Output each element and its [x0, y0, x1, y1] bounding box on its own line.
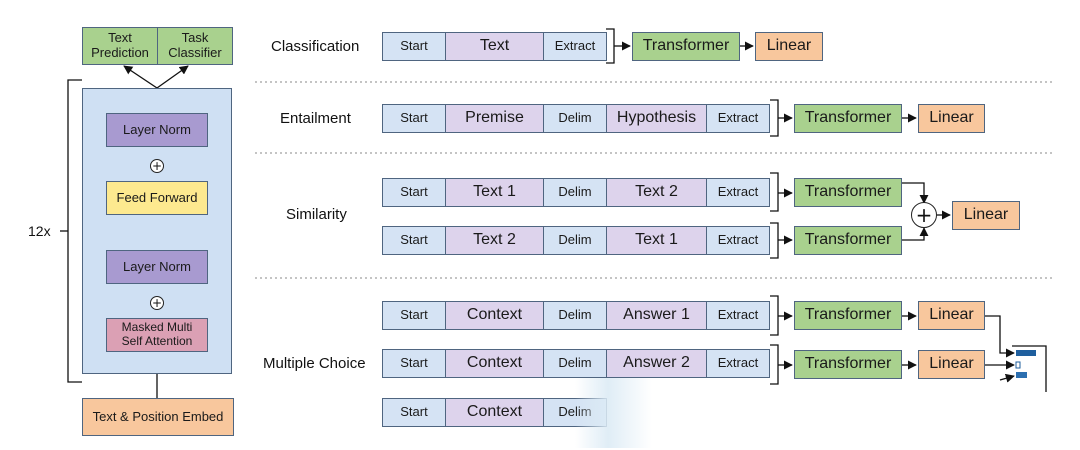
similarity-add-icon: +: [911, 202, 937, 228]
similarity-b-text1-token: Text 1: [606, 226, 707, 255]
similarity-label: Similarity: [286, 206, 347, 223]
entailment-start-token: Start: [382, 104, 446, 133]
feed-forward-block: Feed Forward: [106, 181, 208, 215]
classification-start-token: Start: [382, 32, 446, 61]
similarity-a-text2-token: Text 2: [606, 178, 707, 207]
task-classifier-output: Task Classifier: [157, 27, 233, 65]
entailment-premise-token: Premise: [445, 104, 544, 133]
mc-b-linear: Linear: [918, 350, 985, 379]
similarity-b-transformer: Transformer: [794, 226, 902, 255]
similarity-a-transformer: Transformer: [794, 178, 902, 207]
mc-c-start-token: Start: [382, 398, 446, 427]
similarity-b-text2-token: Text 2: [445, 226, 544, 255]
faded-overlay: [575, 378, 685, 448]
layer-norm-bottom: Layer Norm: [106, 250, 208, 284]
mc-c-context-token: Context: [445, 398, 544, 427]
residual-add-bottom-icon: +: [150, 296, 164, 310]
classification-transformer: Transformer: [632, 32, 740, 61]
entailment-transformer: Transformer: [794, 104, 902, 133]
residual-add-top-icon: +: [150, 159, 164, 173]
mc-b-transformer: Transformer: [794, 350, 902, 379]
mc-a-delim-token: Delim: [543, 301, 607, 330]
multiple-choice-label: Multiple Choice: [263, 355, 366, 372]
mc-b-answer2-token: Answer 2: [606, 349, 707, 378]
similarity-a-extract-token: Extract: [706, 178, 770, 207]
entailment-extract-token: Extract: [706, 104, 770, 133]
repeat-count-label: 12x: [28, 223, 51, 239]
entailment-delim-token: Delim: [543, 104, 607, 133]
mc-a-transformer: Transformer: [794, 301, 902, 330]
mc-a-extract-token: Extract: [706, 301, 770, 330]
mc-a-context-token: Context: [445, 301, 544, 330]
similarity-b-start-token: Start: [382, 226, 446, 255]
entailment-label: Entailment: [280, 110, 351, 127]
similarity-a-text1-token: Text 1: [445, 178, 544, 207]
mc-b-start-token: Start: [382, 349, 446, 378]
classification-label: Classification: [271, 38, 360, 55]
entailment-hypothesis-token: Hypothesis: [606, 104, 707, 133]
mc-a-linear: Linear: [918, 301, 985, 330]
masked-self-attention-block: Masked Multi Self Attention: [106, 318, 208, 352]
similarity-b-extract-token: Extract: [706, 226, 770, 255]
layer-norm-top: Layer Norm: [106, 113, 208, 147]
mc-a-start-token: Start: [382, 301, 446, 330]
classification-text-token: Text: [445, 32, 544, 61]
similarity-a-delim-token: Delim: [543, 178, 607, 207]
mc-a-answer1-token: Answer 1: [606, 301, 707, 330]
mc-b-extract-token: Extract: [706, 349, 770, 378]
classification-linear: Linear: [755, 32, 823, 61]
text-prediction-output: Text Prediction: [82, 27, 158, 65]
text-position-embed: Text & Position Embed: [82, 398, 234, 436]
mc-b-context-token: Context: [445, 349, 544, 378]
similarity-linear: Linear: [952, 201, 1020, 230]
similarity-b-delim-token: Delim: [543, 226, 607, 255]
classification-extract-token: Extract: [543, 32, 607, 61]
mc-b-delim-token: Delim: [543, 349, 607, 378]
similarity-a-start-token: Start: [382, 178, 446, 207]
entailment-linear: Linear: [918, 104, 985, 133]
